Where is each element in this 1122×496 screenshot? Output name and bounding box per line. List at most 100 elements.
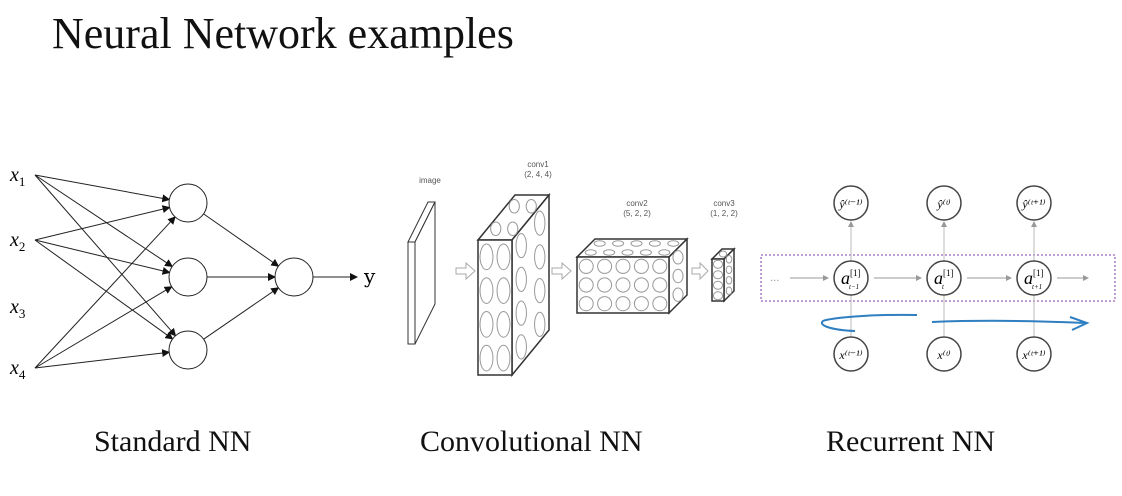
standard-nn-edges bbox=[34, 174, 358, 369]
neuron bbox=[648, 240, 661, 247]
neuron bbox=[633, 258, 649, 274]
neuron bbox=[658, 249, 671, 256]
cnn-conv2-layer bbox=[575, 237, 689, 315]
neuron bbox=[515, 334, 527, 360]
edge bbox=[34, 239, 171, 275]
neuron bbox=[725, 275, 733, 285]
caption-recurrent-nn: Recurrent NN bbox=[826, 425, 996, 458]
conv-nn: image conv1 (2, 4, 4) conv2 (5, 2, 2) co… bbox=[407, 160, 738, 378]
neuron bbox=[712, 270, 724, 280]
output-label-y: y bbox=[363, 264, 376, 288]
cnn-dims-conv2: (5, 2, 2) bbox=[623, 209, 651, 218]
neuron bbox=[515, 300, 527, 326]
rnn-backward-arrow bbox=[820, 313, 918, 332]
neuron bbox=[725, 254, 733, 264]
edge bbox=[203, 287, 280, 340]
box-front bbox=[711, 258, 725, 302]
box-front bbox=[576, 256, 670, 314]
neuron bbox=[712, 259, 724, 269]
cnn-dims-conv1: (2, 4, 4) bbox=[524, 170, 552, 179]
rnn-output-node bbox=[926, 185, 962, 221]
rnn-ellipsis: ··· bbox=[770, 276, 780, 287]
rnn-input-node bbox=[926, 336, 962, 372]
neuron bbox=[603, 249, 616, 256]
neuron bbox=[508, 199, 520, 214]
input-label-x3: x3 bbox=[9, 296, 25, 321]
neuron bbox=[652, 296, 668, 312]
cnn-conv3-layer bbox=[710, 247, 736, 303]
cnn-arrow-1 bbox=[455, 261, 476, 281]
cnn-label-conv2: conv2 bbox=[626, 199, 648, 208]
caption-convolutional-nn: Convolutional NN bbox=[420, 425, 643, 458]
neuron bbox=[672, 268, 684, 284]
edge bbox=[34, 216, 176, 369]
neuron bbox=[615, 277, 631, 293]
neuron bbox=[578, 258, 594, 274]
neuron bbox=[633, 277, 649, 293]
edge bbox=[34, 205, 171, 241]
neuron bbox=[593, 240, 606, 247]
cnn-label-conv1: conv1 bbox=[527, 160, 549, 169]
slide-title: Neural Network examples bbox=[52, 9, 514, 58]
neuron bbox=[525, 199, 537, 214]
neuron bbox=[612, 240, 625, 247]
rnn-hidden-node bbox=[1016, 260, 1052, 296]
neuron bbox=[496, 243, 511, 271]
rnn-input-label: x⁽ᵗ⁻¹⁾ bbox=[838, 348, 862, 362]
input-label-x2: x2 bbox=[9, 229, 25, 254]
recurrent-nn: ··· ŷ⁽ᵗ⁻¹⁾x⁽ᵗ⁻¹⁾a[1]t−1ŷ⁽ᵗ⁾x⁽ᵗ⁾a[1]tŷ⁽ᵗ⁺… bbox=[760, 185, 1116, 372]
edge bbox=[34, 174, 177, 337]
neuron bbox=[725, 286, 733, 296]
neuron bbox=[633, 296, 649, 312]
neuron bbox=[578, 277, 594, 293]
neuron bbox=[718, 250, 728, 258]
neuron bbox=[615, 296, 631, 312]
input-label-x1: x1 bbox=[9, 164, 25, 189]
neuron bbox=[725, 265, 733, 275]
caption-standard-nn: Standard NN bbox=[94, 425, 252, 458]
neuron bbox=[652, 258, 668, 274]
neuron bbox=[496, 277, 511, 304]
hidden-unit bbox=[168, 257, 208, 297]
rnn-input-node bbox=[1016, 336, 1052, 372]
neuron bbox=[479, 344, 494, 372]
neuron bbox=[630, 240, 643, 247]
neuron bbox=[597, 277, 613, 293]
edge bbox=[34, 286, 173, 369]
cnn-dims-conv3: (1, 2, 2) bbox=[710, 209, 738, 218]
rnn-forward-arrow bbox=[931, 316, 1090, 331]
edge bbox=[34, 349, 171, 369]
hidden-unit bbox=[168, 183, 208, 223]
rnn-hidden-node bbox=[926, 260, 962, 296]
neuron bbox=[621, 249, 634, 256]
cnn-arrow-3 bbox=[691, 261, 709, 281]
neuron bbox=[479, 243, 494, 271]
standard-nn-nodes bbox=[168, 183, 314, 370]
neuron bbox=[496, 344, 511, 372]
neuron bbox=[597, 296, 613, 312]
neuron bbox=[507, 221, 519, 236]
neuron bbox=[672, 287, 684, 302]
neuron bbox=[712, 280, 724, 290]
edge bbox=[34, 239, 174, 340]
edge bbox=[203, 213, 280, 267]
edge bbox=[34, 174, 174, 268]
cnn-image-layer: image bbox=[407, 176, 441, 345]
neuron bbox=[667, 240, 680, 247]
edge bbox=[34, 174, 171, 203]
neuron bbox=[515, 232, 527, 259]
output-unit bbox=[274, 257, 314, 297]
neuron bbox=[652, 277, 668, 293]
rnn-output-label: ŷ⁽ᵗ⁾ bbox=[936, 197, 950, 211]
neuron bbox=[597, 258, 613, 274]
neuron bbox=[615, 258, 631, 274]
neuron bbox=[639, 249, 652, 256]
rnn-input-node bbox=[833, 336, 869, 372]
neuron bbox=[534, 244, 546, 270]
rnn-output-label: ŷ⁽ᵗ⁻¹⁾ bbox=[838, 197, 862, 211]
rnn-input-label: x⁽ᵗ⁺¹⁾ bbox=[1021, 348, 1045, 362]
cnn-label-image: image bbox=[419, 176, 441, 185]
rnn-input-label: x⁽ᵗ⁾ bbox=[936, 348, 950, 362]
